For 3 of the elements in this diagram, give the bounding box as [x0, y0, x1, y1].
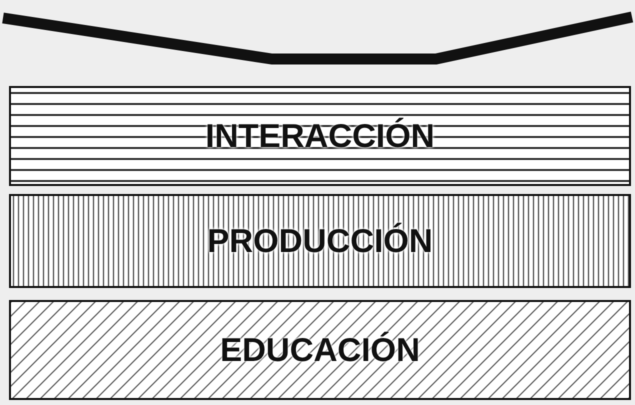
patterned-band — [9, 300, 631, 400]
patterned-band — [9, 86, 631, 186]
patterned-band — [9, 194, 631, 288]
